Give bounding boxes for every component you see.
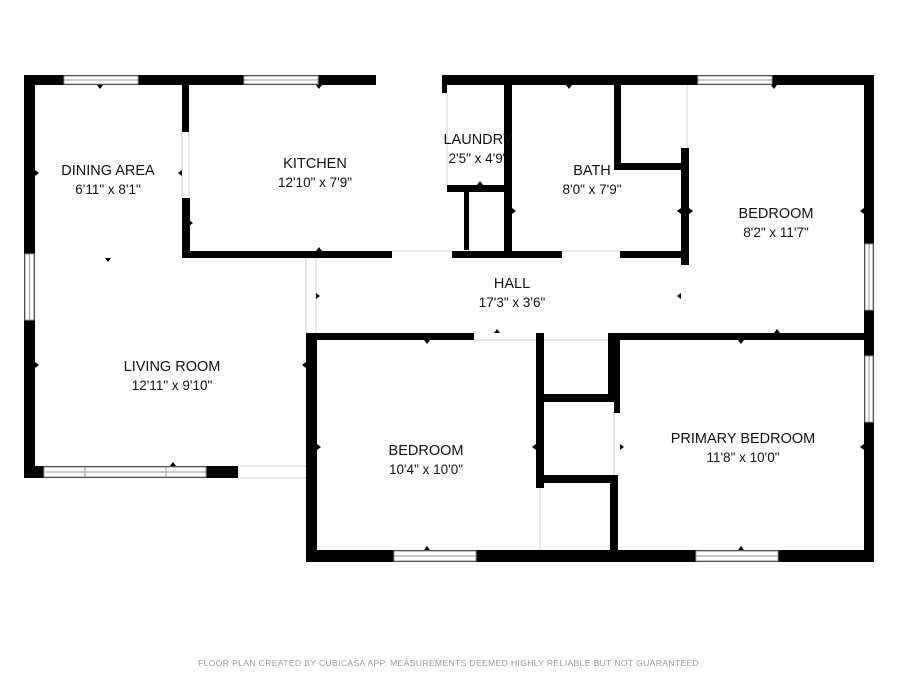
wall-bedroom-ne-south <box>681 333 874 340</box>
walls <box>24 75 874 562</box>
wall-dining-kitchen-lower <box>182 198 190 258</box>
wall-closet-west <box>536 333 544 450</box>
room-name-primary: PRIMARY BEDROOM <box>671 431 816 447</box>
room-labels: DINING AREA 6'11" x 8'1" KITCHEN 12'10" … <box>61 132 815 477</box>
room-name-bath: BATH <box>573 163 611 179</box>
room-dims-dining: 6'11" x 8'1" <box>75 182 141 197</box>
room-dims-living: 12'11" x 9'10" <box>132 378 213 393</box>
wall-primary-west <box>614 333 620 413</box>
dimension-ticks <box>35 85 864 550</box>
room-dims-laundry: 2'5" x 4'9" <box>448 151 507 166</box>
wall-closet-east-lower <box>610 475 618 562</box>
wall-top-right <box>442 75 874 85</box>
openings <box>181 85 688 550</box>
wall-east-lower <box>864 340 874 562</box>
room-name-hall: HALL <box>494 276 530 292</box>
wall-bedroom-s-west <box>306 333 317 562</box>
wall-top-left <box>24 75 376 85</box>
wall-bedroom-s-north <box>306 333 474 340</box>
wall-bath-south-left <box>504 251 562 258</box>
wall-east-upper <box>864 75 874 345</box>
wall-closet-west-lower <box>536 450 544 488</box>
wall-laundry-west <box>442 75 447 93</box>
wall-hall-south-right <box>618 333 682 340</box>
room-name-kitchen: KITCHEN <box>283 156 347 172</box>
room-dims-primary: 11'8" x 10'0" <box>706 450 779 465</box>
room-dims-bedroom-s: 10'4" x 10'0" <box>389 462 463 477</box>
wall-laundry-south <box>452 251 512 258</box>
wall-bath-south-right <box>620 251 687 258</box>
room-name-bedroom-s: BEDROOM <box>389 443 464 459</box>
room-name-bedroom-ne: BEDROOM <box>739 206 814 222</box>
wall-laundry-closet <box>464 192 469 250</box>
room-name-dining: DINING AREA <box>61 163 155 179</box>
room-dims-bedroom-ne: 8'2" x 11'7" <box>743 225 809 240</box>
wall-bedroom-ne-west <box>681 148 689 265</box>
wall-closet-shelf-1 <box>536 394 616 402</box>
wall-closet-shelf-2 <box>536 475 616 483</box>
footer-disclaimer: FLOOR PLAN CREATED BY CUBICASA APP. MEAS… <box>198 658 702 668</box>
windows <box>24 75 874 562</box>
wall-laundry-shelf <box>447 185 511 192</box>
room-name-living: LIVING ROOM <box>124 359 221 375</box>
room-dims-kitchen: 12'10" x 7'9" <box>278 175 352 190</box>
wall-kitchen-south <box>182 251 392 258</box>
wall-closet-east-upper <box>608 333 616 402</box>
room-name-laundry: LAUNDRY <box>443 132 512 148</box>
wall-dining-kitchen-upper <box>182 85 189 132</box>
wall-south <box>306 550 874 562</box>
wall-bath-notch-v <box>614 85 621 170</box>
room-dims-bath: 8'0" x 7'9" <box>562 182 621 197</box>
room-dims-hall: 17'3" x 3'6" <box>479 295 546 310</box>
wall-bath-notch-h <box>614 163 687 170</box>
wall-laundry-bath <box>504 85 512 258</box>
